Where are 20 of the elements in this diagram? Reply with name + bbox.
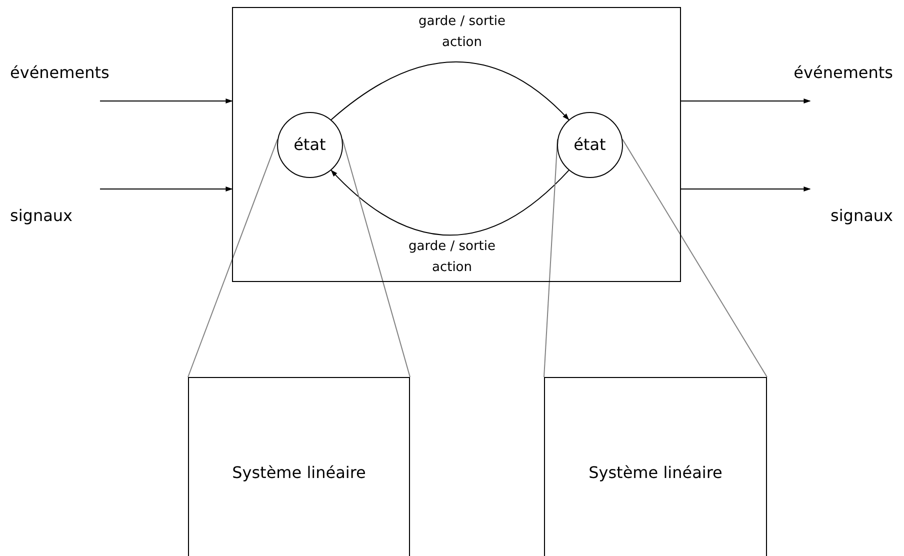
connector-line [342,138,410,378]
arrow [680,186,811,192]
connector-line [622,138,768,378]
signal-label: signaux [830,206,893,225]
connector-line [188,138,278,378]
state-label: état [294,135,326,154]
arrow [680,98,811,104]
state-label: état [574,135,606,154]
system-label: Système linéaire [232,462,366,482]
signal-label: événements [10,63,110,82]
arrow [100,98,233,104]
signal-label: signaux [10,206,72,225]
linear-system-box [188,377,410,556]
linear-system-box [544,377,767,556]
arrow [330,170,570,236]
state-circle [556,112,623,178]
signal-label: événements [794,63,893,82]
system-label: Système linéaire [588,462,722,482]
arrow [330,61,570,120]
arrow [100,186,233,192]
